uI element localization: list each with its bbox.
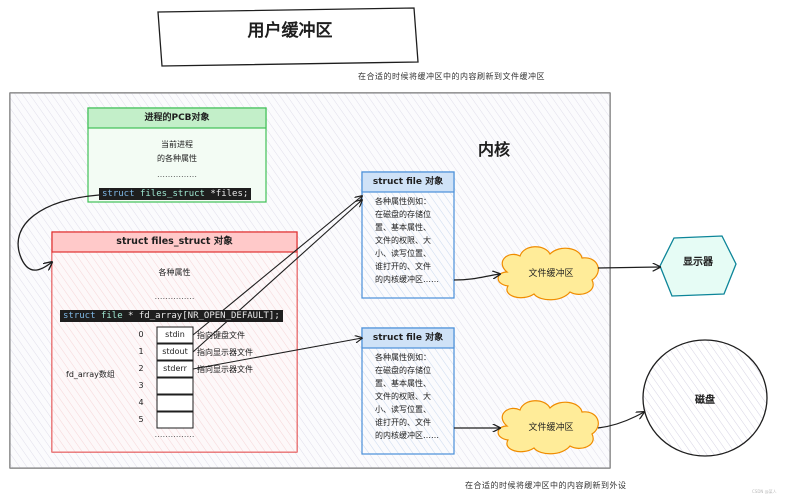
file1-to-buffer-arrow (453, 274, 500, 281)
pcb-dashes: …………… (157, 170, 197, 179)
fd-slot-stderr: stderr (163, 364, 187, 373)
pcb-to-files-struct-arrow (17, 194, 100, 271)
disk-shape (642, 339, 768, 457)
buffer-to-display-arrow (597, 267, 660, 268)
file-object-1: struct file 对象 各种属性例如： 在磁盘的存储位 置、基本属性、 文… (362, 172, 454, 286)
file-object-2-shape (361, 327, 455, 455)
fd-slot-stdin: stdin (165, 330, 185, 339)
fd-index-0: 0 (138, 330, 144, 339)
file-object-1-line: 在磁盘的存储位 (375, 210, 431, 219)
buffer-to-disk-arrow (597, 412, 644, 429)
stderr-arrow (192, 338, 362, 370)
flush-to-file-buffer-note: 在合适的时候将缓冲区中的内容刷新到文件缓冲区 (358, 72, 545, 81)
pcb-box: 进程的PCB对象 当前进程 的各种属性 …………… struct files_s… (88, 108, 266, 202)
stderr-description: 指向显示器文件 (197, 365, 253, 374)
file-object-2-line: 小、读写位置、 (375, 405, 431, 414)
display-label: 显示器 (683, 257, 713, 268)
file-object-2-line: 各种属性例如： (375, 353, 431, 362)
user-buffer-shape (157, 7, 419, 67)
file-object-1-line: 文件的权限、大 (375, 236, 431, 245)
pcb-line-1: 当前进程 (161, 140, 193, 149)
file-object-2-line: 的内核缓冲区…… (375, 431, 439, 440)
file-object-2-line: 置、基本属性、 (375, 379, 431, 388)
files-struct-props: 各种属性 (158, 268, 191, 277)
credit-watermark: CSDN @某人 (752, 489, 777, 494)
fd-index-4: 4 (138, 398, 144, 407)
file-object-1-line: 置、基本属性、 (375, 223, 431, 232)
fd-array-label: fd_array数组 (66, 370, 115, 379)
files-struct-bottom-dashes: …………… (154, 430, 195, 439)
fd-index-2: 2 (138, 364, 144, 373)
stdin-description: 指向键盘文件 (197, 331, 245, 340)
files-struct-title: struct files_struct 对象 (116, 236, 233, 247)
fd-array-code: struct file * fd_array[NR_OPEN_DEFAULT]; (60, 310, 283, 322)
file-buffer-1-label: 文件缓冲区 (528, 269, 574, 279)
file-buffer-2-shape (497, 400, 599, 455)
stdout-arrow (192, 200, 362, 353)
stdout-description: 指向显示器文件 (197, 348, 253, 357)
file-buffer-1-shape (497, 246, 599, 301)
fd-index-1: 1 (138, 347, 144, 356)
fd-index-5: 5 (138, 415, 144, 424)
pcb-line-2: 的各种属性 (157, 154, 197, 163)
fd-index-3: 3 (138, 381, 144, 390)
file-object-1-line: 的内核缓冲区…… (375, 275, 439, 284)
files-struct-dashes: …………… (154, 292, 195, 301)
file-buffer-2-label: 文件缓冲区 (528, 423, 574, 433)
file-object-2-line: 在磁盘的存储位 (375, 366, 431, 375)
file-object-2-title: struct file 对象 (372, 333, 444, 343)
file-object-1-line: 各种属性例如： (375, 197, 431, 206)
file-object-1-line: 小、读写位置、 (375, 249, 431, 258)
pcb-title: 进程的PCB对象 (144, 113, 210, 123)
pcb-files-pointer-code: struct files_struct *files; (99, 188, 252, 200)
files-struct-box: struct files_struct 对象 各种属性 …………… struct… (52, 232, 297, 452)
file-object-1-title: struct file 对象 (372, 177, 444, 187)
fd-slot-stdout: stdout (162, 347, 188, 356)
file-object-2: struct file 对象 各种属性例如： 在磁盘的存储位 置、基本属性、 文… (362, 328, 454, 442)
flush-to-device-note: 在合适的时候将缓冲区中的内容刷新到外设 (465, 481, 627, 490)
file-object-1-shape (361, 171, 455, 299)
file-object-2-line: 文件的权限、大 (375, 392, 431, 401)
disk-label: 磁盘 (695, 395, 715, 406)
kernel-label: 内核 (478, 140, 511, 159)
user-buffer-title: 用户缓冲区 (247, 21, 333, 41)
file-object-2-line: 谁打开的、文件 (375, 418, 431, 427)
file-object-1-line: 谁打开的、文件 (375, 262, 431, 271)
